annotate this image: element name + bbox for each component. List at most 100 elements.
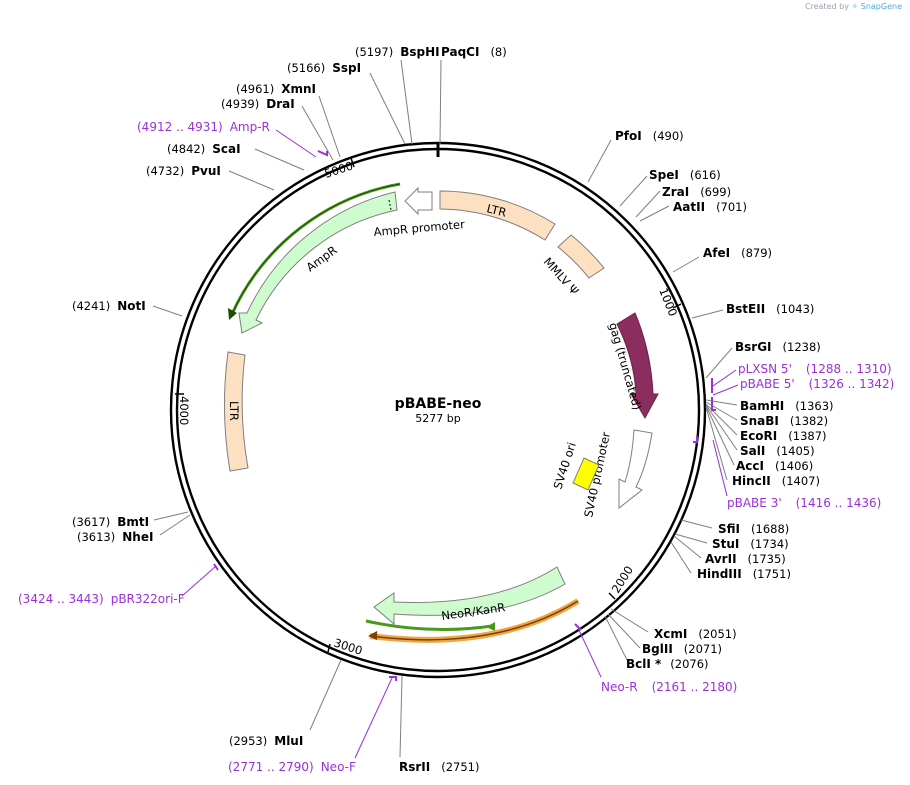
site-pos: (3613) xyxy=(77,530,115,544)
site-pos: (490) xyxy=(653,129,684,143)
site-pos: (3617) xyxy=(72,515,110,529)
site-pos: (2076) xyxy=(670,657,708,671)
leader-xmni xyxy=(318,95,341,158)
primer-name: pBR322ori-F xyxy=(111,592,185,606)
leader-pbabe5 xyxy=(712,384,739,396)
leader-stui xyxy=(674,533,708,544)
primer-range: (2161 .. 2180) xyxy=(652,680,738,694)
primer-name: pBABE 5' xyxy=(740,377,795,391)
primer-name: pLXSN 5' xyxy=(738,362,792,376)
primer-markers xyxy=(213,150,716,681)
marker-pbabe3 xyxy=(693,436,698,443)
site-name: NheI xyxy=(122,530,153,544)
site-name: BmtI xyxy=(117,515,149,529)
neor-orf-orange-core xyxy=(369,600,579,641)
tick-4000: 4000 xyxy=(177,396,191,425)
site-pos: (879) xyxy=(741,246,772,260)
site-name: BamHI xyxy=(740,399,784,413)
site-label-spei: SpeI(616) xyxy=(649,168,721,182)
site-label-bsphi: (5197) BspHI xyxy=(355,45,440,59)
leader-zrai xyxy=(635,190,661,218)
site-label-bmti: (3617) BmtI xyxy=(72,515,149,529)
site-label-zrai: ZraI(699) xyxy=(662,185,731,199)
site-pos: (2953) xyxy=(229,734,267,748)
site-name: AatII xyxy=(673,200,705,214)
site-pos: (2071) xyxy=(684,642,722,656)
site-name: RsrII xyxy=(399,760,430,774)
site-label-sali: SalI(1405) xyxy=(740,444,815,458)
primer-range: (3424 .. 3443) xyxy=(18,592,104,606)
site-pos: (4241) xyxy=(72,299,110,313)
site-pos: (5197) xyxy=(355,45,393,59)
site-pos: (1382) xyxy=(790,414,828,428)
primer-label-pbabe3: pBABE 3'(1416 .. 1436) xyxy=(727,496,881,510)
primer-label-neo-f: (2771 .. 2790)Neo-F xyxy=(228,760,356,774)
primer-labels: (4912 .. 4931)Amp-R pLXSN 5'(1288 .. 131… xyxy=(18,120,894,774)
leader-rsrii xyxy=(399,675,403,758)
snapgene-logo: ✧ xyxy=(851,2,859,11)
site-name: XmnI xyxy=(281,82,316,96)
site-pos: (1387) xyxy=(788,429,826,443)
leader-bstei xyxy=(691,309,724,319)
primer-label-amp-r: (4912 .. 4931)Amp-R xyxy=(137,120,270,134)
leader-neo-f xyxy=(354,677,393,759)
leader-noti xyxy=(152,305,183,317)
primer-range: (2771 .. 2790) xyxy=(228,760,314,774)
leader-acci xyxy=(705,405,735,466)
leader-afei xyxy=(672,256,700,273)
leader-hincii xyxy=(705,406,728,481)
site-label-bsrgi: BsrGI (1238) xyxy=(735,340,821,354)
leader-aatii xyxy=(639,205,670,222)
leader-bcli xyxy=(604,615,629,663)
primer-range: (1326 .. 1342) xyxy=(809,377,895,391)
leader-xcmi xyxy=(610,608,649,633)
site-name: SalI xyxy=(740,444,765,458)
ampr-orf-green-core xyxy=(231,183,401,315)
leader-drai xyxy=(301,105,334,161)
site-name: BspHI xyxy=(400,45,439,59)
site-name: PvuI xyxy=(191,164,221,178)
site-label-nhei: (3613) NheI xyxy=(77,530,153,544)
site-label-mlui: (2953)MluI xyxy=(229,734,303,748)
marker-neo-r xyxy=(574,623,582,631)
leader-sali xyxy=(705,404,738,451)
primer-name: pBABE 3' xyxy=(727,496,782,510)
site-label-sfii: SfiI(1688) xyxy=(718,522,789,536)
site-pos: (699) xyxy=(700,185,731,199)
ampr-promoter-feature xyxy=(404,186,433,216)
site-label-bcli: BclI *(2076) xyxy=(626,657,709,671)
leader-scai xyxy=(254,148,305,171)
leader-bmti xyxy=(153,511,189,521)
ampr-orf-head xyxy=(228,308,237,320)
marker-pbr322 xyxy=(213,563,219,571)
site-label-hincii: HincII(1407) xyxy=(732,474,820,488)
ltr-top-label: LTR xyxy=(485,201,508,219)
site-label-bamhi: BamHI(1363) xyxy=(740,399,834,413)
neor-orf-green xyxy=(365,619,493,632)
site-pos: (4939) xyxy=(221,97,259,111)
tick-3000-mark xyxy=(327,643,331,653)
site-name: HincII xyxy=(732,474,771,488)
site-name: BglII xyxy=(642,642,673,656)
primer-name: Neo-R xyxy=(601,680,638,694)
leader-bsrgi xyxy=(705,347,733,379)
site-pos: (1238) xyxy=(783,340,821,354)
site-label-acci: AccI(1406) xyxy=(736,459,813,473)
leader-neo-r xyxy=(577,627,602,678)
site-name: StuI xyxy=(712,537,739,551)
site-name: AfeI xyxy=(703,246,730,260)
site-label-stui: StuI(1734) xyxy=(712,537,789,551)
plasmid-length: 5277 bp xyxy=(415,412,460,425)
leader-avrii xyxy=(673,535,702,559)
site-name: AvrII xyxy=(705,552,737,566)
leader-pfoi xyxy=(587,139,612,183)
leader-pbabe3 xyxy=(712,439,728,497)
sv40-promoter-feature xyxy=(618,429,653,510)
site-name: SfiI xyxy=(718,522,740,536)
plasmid-name: pBABE-neo xyxy=(395,396,482,412)
site-name: XcmI xyxy=(654,627,687,641)
site-name: BsrGI xyxy=(735,340,772,354)
neor-orf-green-head xyxy=(486,622,495,631)
site-label-pfoi: PfoI(490) xyxy=(615,129,684,143)
